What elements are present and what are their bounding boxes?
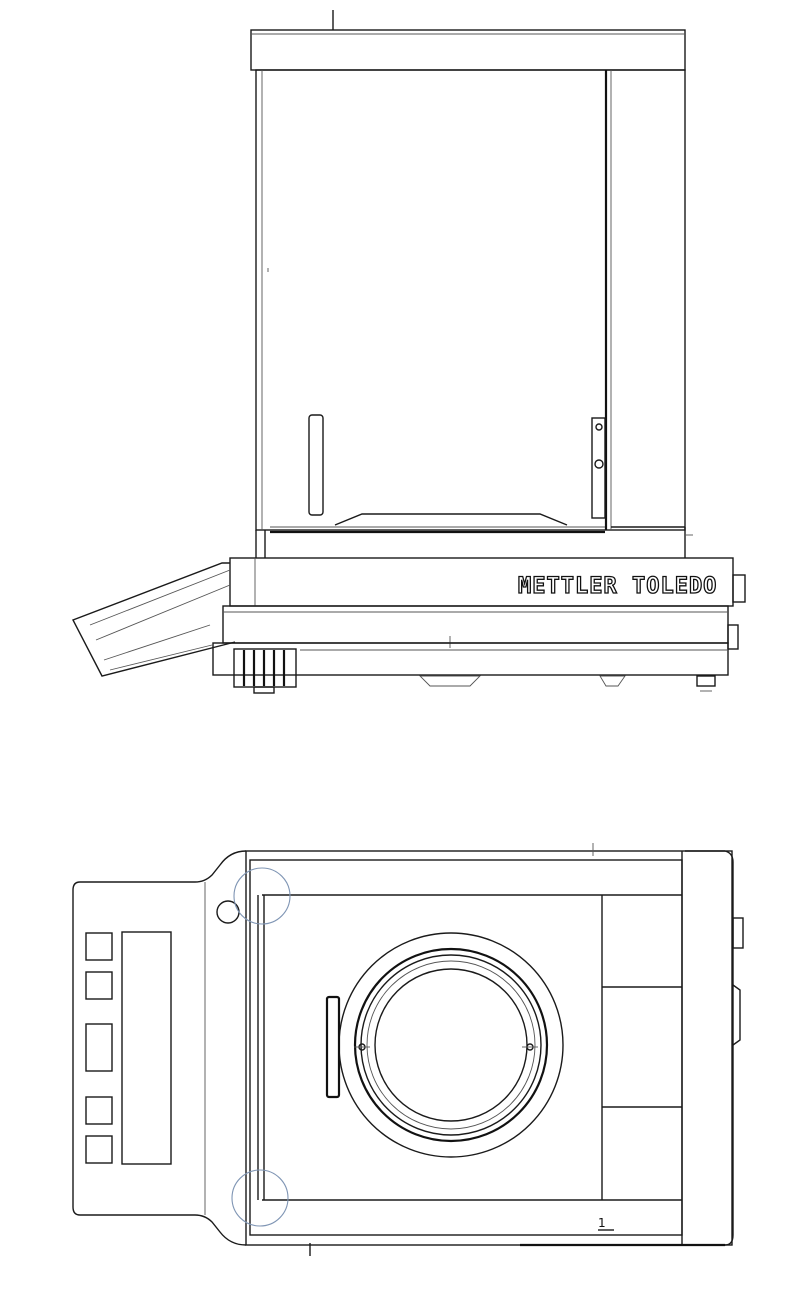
draft-shield-chamber bbox=[255, 69, 686, 531]
terminal-key-3 bbox=[85, 1023, 113, 1072]
draft-shield-top-view bbox=[257, 894, 682, 1201]
detail-marker: 1 bbox=[598, 1216, 614, 1231]
base-feet bbox=[418, 675, 716, 692]
foot-markers bbox=[231, 867, 291, 1227]
weighing-pan-side bbox=[270, 513, 605, 534]
weighing-pan-top bbox=[338, 932, 564, 1158]
balance-body bbox=[212, 557, 746, 676]
svg-text:1: 1 bbox=[598, 1216, 606, 1230]
door-handle bbox=[308, 414, 324, 516]
side-view: METTLER TOLEDO bbox=[72, 10, 746, 694]
door-latch bbox=[591, 417, 606, 519]
door-handle-top bbox=[325, 995, 341, 1099]
chamber-base bbox=[255, 526, 693, 558]
terminal-display bbox=[121, 931, 172, 1165]
terminal-key-5 bbox=[85, 1135, 113, 1164]
rear-tower-top bbox=[601, 895, 744, 1200]
terminal-top bbox=[72, 850, 247, 1246]
draft-shield-top bbox=[250, 10, 686, 71]
top-view: 1 bbox=[72, 843, 744, 1256]
balance-housing-top bbox=[245, 843, 734, 1256]
terminal-key-2 bbox=[85, 971, 113, 1000]
leveling-foot bbox=[233, 648, 297, 694]
brand-logo: METTLER TOLEDO bbox=[518, 574, 717, 599]
terminal-key-1 bbox=[85, 932, 113, 961]
terminal-key-4 bbox=[85, 1096, 113, 1125]
terminal-side bbox=[72, 562, 236, 677]
